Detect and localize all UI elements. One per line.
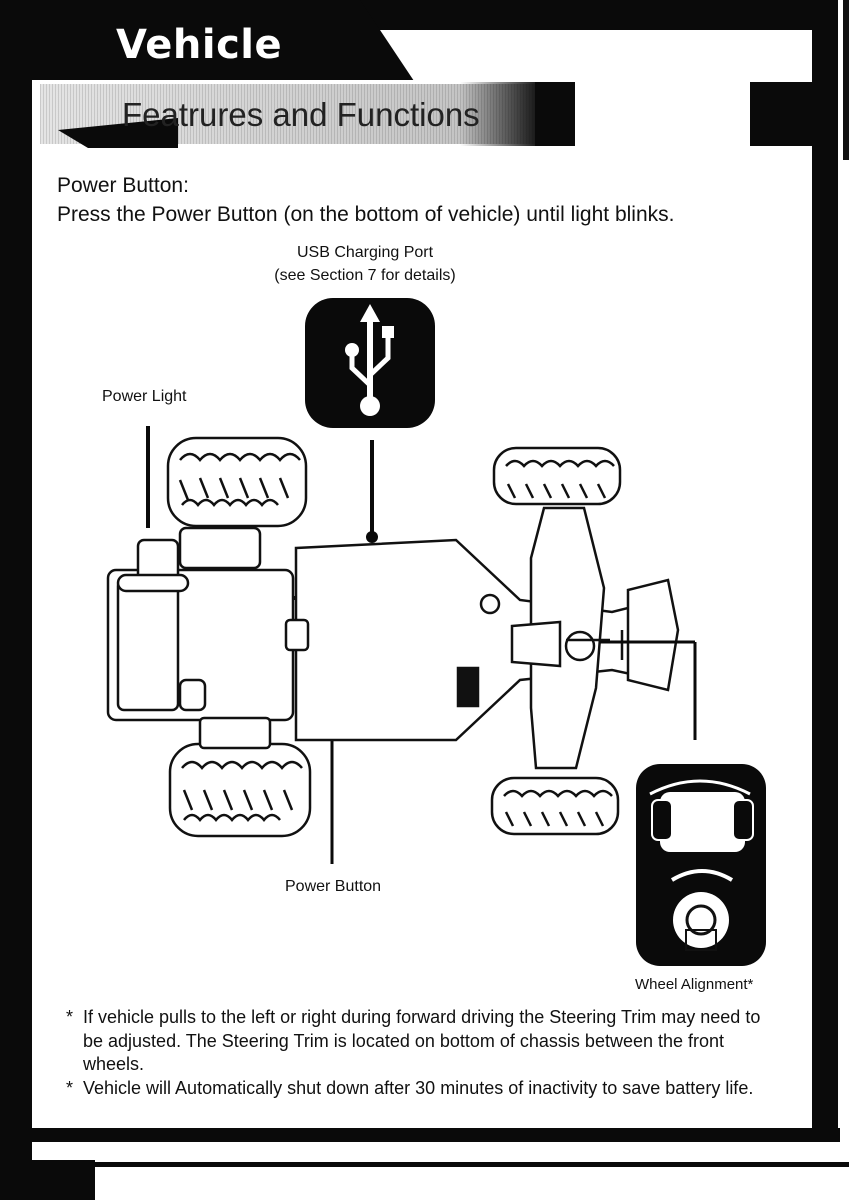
- subtitle-band-gradient: [460, 82, 540, 146]
- footnotes: * If vehicle pulls to the left or right …: [66, 1006, 763, 1100]
- power-button-heading: Power Button:: [57, 174, 189, 197]
- front-right-wheel: [492, 446, 622, 506]
- wheel-alignment-label: Wheel Alignment*: [635, 976, 754, 993]
- footnote: * Vehicle will Automatically shut down a…: [66, 1077, 763, 1101]
- subtitle-band-dark: [535, 82, 575, 146]
- front-left-wheel: [166, 436, 308, 528]
- rear-left-wheel: [168, 742, 312, 838]
- footer-rule: [95, 1162, 849, 1167]
- footnote: * If vehicle pulls to the left or right …: [66, 1006, 763, 1077]
- power-button-label: Power Button: [285, 878, 382, 895]
- footer-black-block: [0, 1160, 95, 1200]
- footnote-text: If vehicle pulls to the left or right du…: [83, 1007, 761, 1074]
- usb-icon: [305, 298, 435, 428]
- steering-trim-icon: [636, 764, 766, 966]
- frame-bottom-border: [0, 1128, 840, 1142]
- power-button-instruction: Press the Power Button (on the bottom of…: [57, 203, 675, 226]
- footnote-text: Vehicle will Automatically shut down aft…: [83, 1077, 754, 1098]
- frame-right-border: [812, 0, 838, 1140]
- footnote-marker: *: [66, 1007, 74, 1027]
- usb-port-label: USB Charging Port: [296, 244, 434, 261]
- page-title: Vehicle: [116, 22, 283, 68]
- title-tab: [0, 0, 420, 90]
- rear-right-wheel: [490, 776, 620, 836]
- usb-port-note: (see Section 7 for details): [274, 267, 456, 284]
- power-light-label: Power Light: [102, 388, 187, 405]
- subtitle-band-right-block: [750, 82, 812, 146]
- vehicle-chassis: [106, 506, 680, 770]
- page-edge-mark: [843, 0, 849, 160]
- frame-left-border: [0, 0, 32, 1160]
- footnote-marker: *: [66, 1077, 74, 1098]
- section-subtitle: Featrures and Functions: [122, 96, 480, 133]
